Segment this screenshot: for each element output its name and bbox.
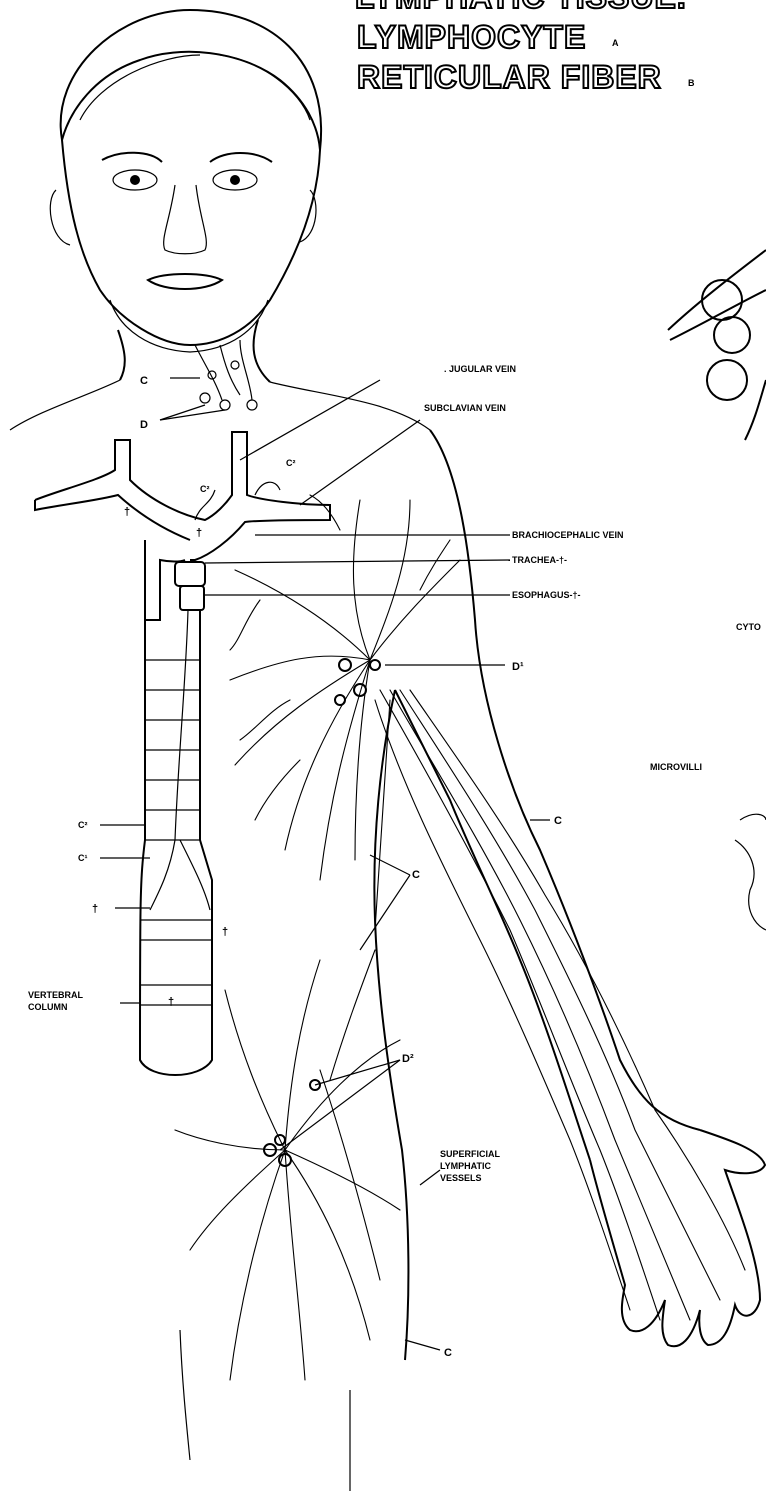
title-line-3-sub: B	[688, 78, 695, 88]
label-jugular-vein: . JUGULAR VEIN	[444, 364, 516, 374]
label-subclavian-vein: SUBCLAVIAN VEIN	[424, 403, 506, 413]
label-c1-spine: C¹	[78, 853, 88, 863]
label-superficial-3: VESSELS	[440, 1173, 482, 1183]
torso-arm-outline	[180, 430, 765, 1491]
label-d2: D²	[402, 1053, 414, 1065]
title-line-2-sub: A	[612, 38, 619, 48]
label-d-neck: D	[140, 419, 148, 431]
label-cross-spine: †	[168, 996, 174, 1008]
label-c-chest: C	[412, 869, 420, 881]
vertebra-lines	[140, 660, 212, 1005]
label-microvilli: MICROVILLI	[650, 762, 702, 772]
cell-detail-partial: CYTO MICROVILLI	[650, 250, 766, 930]
label-superficial-1: SUPERFICIAL	[440, 1149, 501, 1159]
label-cross-vein-left: †	[124, 506, 130, 518]
label-superficial-2: LYMPHATIC	[440, 1161, 492, 1171]
spine-labels: C² C¹ † † VERTEBRAL COLUMN	[28, 820, 228, 1012]
title-line-3: RETICULAR FIBER	[357, 59, 662, 95]
label-brachiocephalic-vein: BRACHIOCEPHALIC VEIN	[512, 530, 624, 540]
label-column: COLUMN	[28, 1002, 68, 1012]
label-cross-left: †	[92, 903, 98, 915]
label-c-bottom: C	[444, 1347, 452, 1359]
label-c2-spine: C²	[78, 820, 88, 830]
title-line-2: LYMPHOCYTE	[357, 19, 586, 55]
label-vertebral: VERTEBRAL	[28, 990, 84, 1000]
title-line-1: LYMPHATIC TISSUE.	[355, 0, 687, 15]
label-esophagus: ESOPHAGUS-†-	[512, 590, 581, 600]
label-d1: D¹	[512, 661, 524, 673]
vertebral-column	[140, 610, 212, 1075]
label-c-arm: C	[554, 815, 562, 827]
title-block: LYMPHATIC TISSUE. LYMPHOCYTE A RETICULAR…	[355, 0, 695, 95]
label-c2-neck-a: C²	[200, 484, 210, 494]
leader-lines	[205, 380, 550, 1350]
label-c-neck: C	[140, 375, 148, 387]
label-trachea: TRACHEA-†-	[512, 555, 567, 565]
label-cross-right: †	[222, 926, 228, 938]
label-cross-vein-mid: †	[196, 527, 202, 539]
neck-nodes: C D	[140, 340, 257, 431]
label-cyto: CYTO	[736, 622, 761, 632]
label-c2-neck-b: C²	[286, 458, 296, 468]
lymphatic-vessels	[175, 495, 745, 1380]
